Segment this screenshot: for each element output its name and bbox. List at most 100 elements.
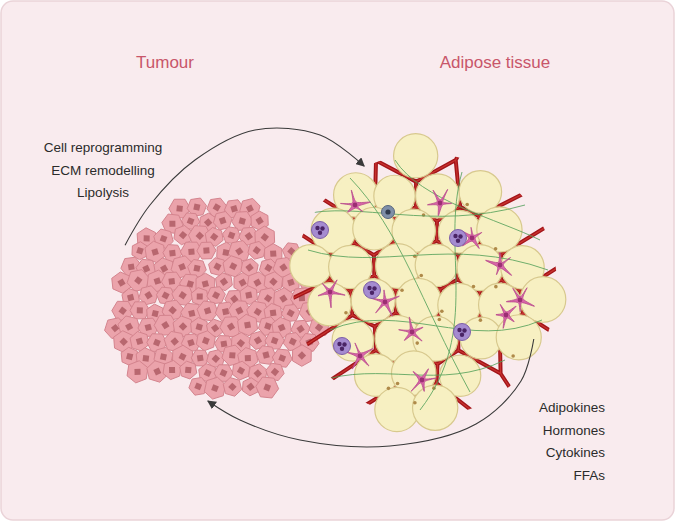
immune-cell [334,338,351,355]
immune-nucleus [457,328,461,332]
tumour-cell [197,301,218,321]
node-heading: Adipose tissue [415,52,575,74]
fibre [308,250,548,270]
adipocyte-nucleus [465,203,469,207]
fibre [318,360,505,382]
adipocyte-nucleus [494,247,498,251]
stromal-cell [318,280,345,308]
cell-nucleus [254,336,262,344]
cell-nucleus [187,280,195,288]
stromal-nucleus [438,201,443,206]
cell-nucleus [153,367,161,375]
adipocyte-nucleus [419,274,423,278]
cell-nucleus [279,294,287,302]
cell-nucleus [287,279,295,287]
tumour-cell [163,360,181,379]
stromal-nucleus [358,354,363,359]
cell-nucleus [179,322,187,330]
tumour-cell [180,361,197,379]
cell-nucleus [142,265,150,273]
fibre [300,205,525,216]
cell-nucleus [169,250,176,257]
immune-nucleus [315,226,319,230]
cell-nucleus [222,249,229,256]
immune-cell [382,206,395,219]
cell-nucleus [202,337,210,345]
immune-nucleus [340,347,344,351]
stromal-cell [340,190,370,212]
immune-nucleus [385,209,390,214]
adipocyte-nucleus [438,318,442,322]
cell-nucleus [145,324,152,331]
cell-nucleus [246,383,254,391]
cell-nucleus [244,322,251,329]
curved-arrow [208,339,534,447]
cell-nucleus [125,323,133,331]
cell-nucleus [178,263,186,271]
cell-nucleus [185,367,192,374]
cell-nucleus [144,235,150,241]
cell-nucleus [211,384,219,392]
stromal-nucleus [498,263,503,268]
adipose-node: Adipose tissue [290,150,555,420]
cell-nucleus [219,217,227,225]
cell-nucleus [264,264,272,272]
cell-nucleus [245,355,251,361]
cell-nucleus [117,278,125,286]
cell-nucleus [229,262,237,270]
cell-nucleus [228,231,236,239]
adipocyte-nucleus [472,285,476,289]
stromal-nucleus [518,298,523,303]
cell-nucleus [204,307,212,315]
cell-nucleus [245,232,253,240]
stromal-cells [312,189,535,391]
cell-nucleus [134,369,140,375]
adipocyte-nucleus [387,387,391,391]
tumour-node: Tumour [110,198,325,403]
cell-nucleus [229,352,235,358]
cell-nucleus [127,294,134,301]
immune-nucleus [456,239,460,243]
cell-nucleus [246,205,254,213]
immune-nucleus [342,342,346,346]
cell-nucleus [289,338,297,346]
cell-nucleus [220,369,228,377]
cell-nucleus [262,351,269,358]
tumour-cell [204,377,225,399]
cell-nucleus [204,369,212,377]
cell-nucleus [279,263,287,271]
cell-nucleus [136,338,144,346]
cell-nucleus [170,337,178,345]
stromal-cell [486,252,512,275]
adipocyte [496,315,541,360]
cell-nucleus [153,339,161,347]
cell-nucleus [211,324,219,332]
cell-nucleus [202,280,209,287]
immune-nucleus [367,286,371,290]
cell-nucleus [213,263,221,271]
cell-nucleus [237,366,245,374]
blood-vessels [270,130,580,440]
cell-nucleus [212,291,220,299]
cell-nucleus [264,294,272,302]
cell-nucleus [255,217,263,225]
cell-nucleus [278,324,286,332]
cell-nucleus [254,308,262,316]
cell-nucleus [230,205,237,212]
cell-nucleus [245,263,253,271]
fibre [350,178,470,392]
cell-nucleus [188,249,194,255]
tumour-cell [232,361,249,380]
adipocyte [413,385,458,430]
cell-nucleus [278,354,286,362]
cell-nucleus [196,323,203,330]
immune-nucleus [337,342,341,346]
adipocyte-nucleus [413,401,417,405]
stromal-cell [427,189,451,216]
cell-nucleus [160,353,167,360]
cell-nucleus [271,337,279,345]
cell-nucleus [213,203,221,211]
